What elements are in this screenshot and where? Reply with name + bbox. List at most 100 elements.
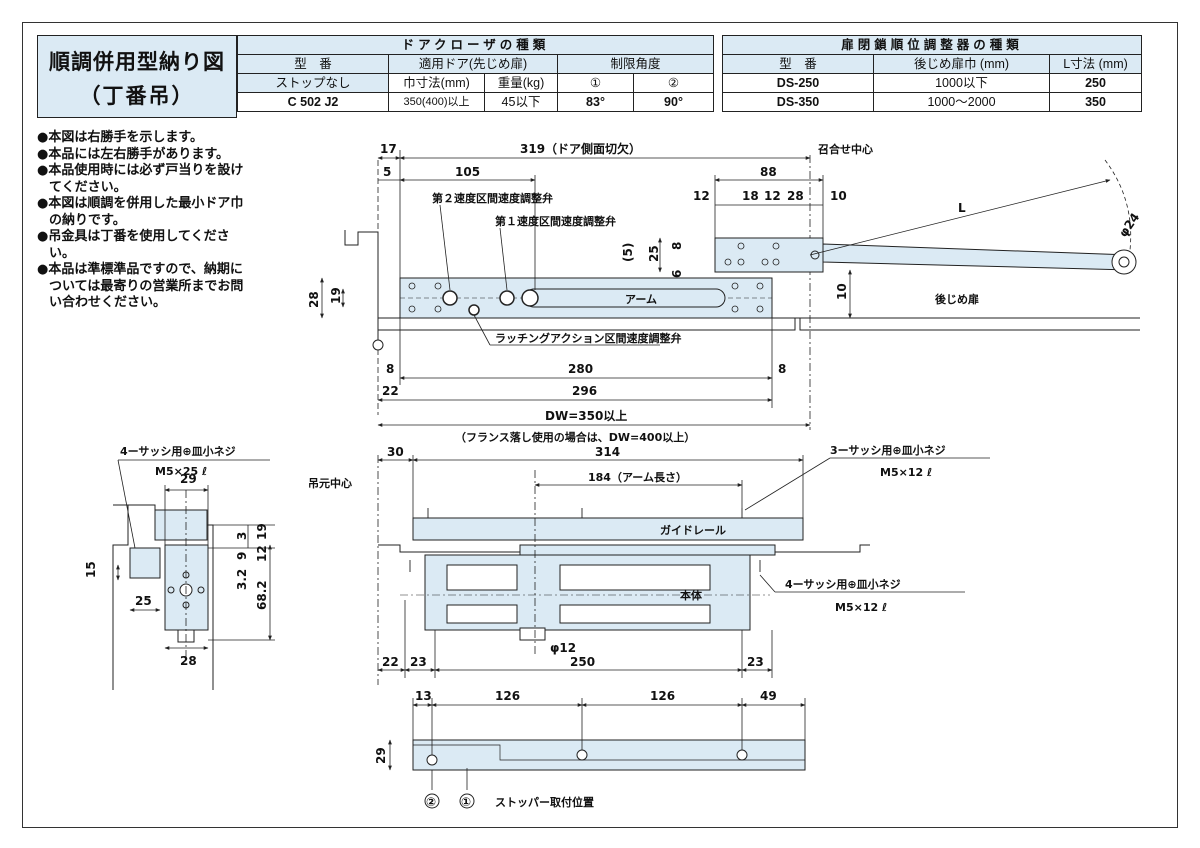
dim-label: 8 — [386, 362, 394, 376]
body-label: 本体 — [680, 588, 703, 602]
dim-label: φ24 — [1116, 210, 1142, 239]
dim-label: 12 — [764, 189, 781, 203]
dim-label: 29 — [180, 472, 197, 486]
dim-label: 8 — [670, 242, 684, 250]
dim-label: 8 — [778, 362, 786, 376]
closer-col-door: 適用ドア(先じめ扉) — [388, 54, 558, 74]
dim-label: 28 — [180, 654, 197, 668]
closer-col-angle: 制限角度 — [557, 54, 714, 74]
valve1-label: 第１速度区間速度調整弁 — [495, 214, 616, 228]
coordinator-row-l: 350 — [1049, 92, 1142, 112]
dim-label: 10 — [835, 283, 849, 300]
dim-label: 12 — [255, 545, 269, 562]
screw3-size-label: M5×12 ℓ — [880, 466, 932, 479]
dim-label: 19 — [329, 287, 343, 304]
note-item: ●本品使用時には必ず戸当りを設けてください。 — [37, 163, 244, 195]
dim-label: 250 — [570, 655, 595, 669]
dim-label: φ12 — [550, 641, 576, 655]
closer-sub-weight: 重量(kg) — [484, 73, 558, 93]
plan-labels: 17 319（ドア側面切欠） 召合せ中心 5 105 88 12 18 12 2… — [307, 141, 1142, 444]
side-view — [112, 459, 275, 690]
dim-label: 88 — [760, 165, 777, 179]
front-labels: 吊元中心 30 314 184（アーム長さ） 3ーサッシ用⊕皿小ネジ M5×12… — [308, 443, 946, 669]
dim-label: 19 — [255, 523, 269, 540]
dim-label: 25 — [647, 245, 661, 262]
dim-label: 12 — [693, 189, 710, 203]
screw4-label: 4ーサッシ用⊕皿小ネジ — [785, 577, 901, 591]
side-screw-label: 4ーサッシ用⊕皿小ネジ — [120, 444, 236, 458]
coordinator-table: 扉閉鎖順位調整器の種類 型 番 後じめ扉巾 (mm) L寸法 (mm) DS-2… — [722, 35, 1142, 112]
dim-label: 30 — [387, 445, 404, 459]
pivot-center-label: 吊元中心 — [308, 476, 352, 490]
note-item: ●本品は準標準品ですので、納期については最寄りの営業所までお問い合わせください。 — [37, 262, 244, 310]
dim-label: 126 — [650, 689, 675, 703]
dim-label: 6 — [670, 270, 684, 278]
dim-label: (5) — [621, 243, 635, 262]
note-item: ●本図は右勝手を示します。 — [37, 130, 204, 145]
dim-label: 23 — [747, 655, 764, 669]
dim-label: 15 — [84, 561, 98, 578]
dw-note-label: （フランス落し使用の場合は、DW=400以上） — [455, 430, 695, 444]
dim-label: 68.2 — [255, 580, 269, 610]
callout-2: ② — [426, 795, 436, 809]
dim-label: 280 — [568, 362, 593, 376]
closer-sub-width: 巾寸法(mm) — [388, 73, 485, 93]
closer-row-model: C 502 J2 — [237, 92, 389, 112]
dim-label: 23 — [410, 655, 427, 669]
arm-label: アーム — [625, 293, 657, 306]
dim-label: 28 — [307, 291, 321, 308]
closer-sub-model: ストップなし — [237, 73, 389, 93]
dim-label: 319（ドア側面切欠） — [520, 141, 641, 156]
dim-label: 296 — [572, 384, 597, 398]
title-line2: （丁番吊） — [79, 84, 195, 108]
rail-view — [388, 698, 806, 809]
screw4-size-label: M5×12 ℓ — [835, 601, 887, 614]
coordinator-col-model: 型 番 — [722, 54, 874, 74]
closer-row-width: 350(400)以上 — [388, 92, 485, 112]
dim-label: 3 — [235, 532, 249, 540]
note-item: ●吊金具は丁番を使用してください。 — [37, 229, 230, 261]
dim-label: 25 — [135, 594, 152, 608]
drawing-frame — [22, 22, 1178, 828]
dim-label: 13 — [415, 689, 432, 703]
arm-length-label: 184（アーム長さ） — [588, 471, 687, 484]
note-item: ●本品には左右勝手があります。 — [37, 146, 230, 162]
dim-label: 10 — [830, 189, 847, 203]
dim-label: 314 — [595, 445, 620, 459]
dim-label: 22 — [382, 384, 399, 398]
dim-label: 22 — [382, 655, 399, 669]
guide-rail-label: ガイドレール — [660, 523, 726, 537]
stopper-label: ストッパー取付位置 — [495, 795, 594, 809]
coordinator-row-width: 1000～2000 — [873, 92, 1050, 112]
closer-row-a2: 90° — [633, 92, 714, 112]
dim-label: 3.2 — [235, 569, 249, 590]
side-labels: 4ーサッシ用⊕皿小ネジ M5×25 ℓ 29 3 19 9 12 15 3.2 … — [84, 444, 269, 668]
dim-label: 9 — [235, 552, 249, 560]
meeting-center-label: 召合せ中心 — [818, 142, 873, 156]
dim-label: 126 — [495, 689, 520, 703]
closer-row-a1: 83° — [557, 92, 634, 112]
dim-label: 105 — [455, 165, 480, 179]
closer-row-weight: 45以下 — [484, 92, 558, 112]
side-screw-size-label: M5×25 ℓ — [155, 465, 207, 478]
plan-view — [320, 150, 1140, 430]
dim-label: 5 — [383, 165, 391, 179]
coordinator-table-header: 扉閉鎖順位調整器の種類 — [722, 35, 1142, 55]
dim-label: 17 — [380, 142, 397, 156]
l-dimension-label: L — [958, 201, 966, 215]
note-item: ●本図は順調を併用した最小ドア巾の納りです。 — [37, 196, 244, 228]
valve2-label: 第２速度区間速度調整弁 — [432, 191, 553, 205]
dim-label: 18 — [742, 189, 759, 203]
rail-labels: 13 126 126 49 29 ② ① ストッパー取付位置 — [374, 689, 777, 809]
screw3-label: 3ーサッシ用⊕皿小ネジ — [830, 443, 946, 457]
closer-table: ドアクローザの種類 型 番 適用ドア(先じめ扉) 制限角度 ストップなし 巾寸法… — [237, 35, 714, 112]
closer-col-model: 型 番 — [237, 54, 389, 74]
rear-door-label: 後じめ扉 — [935, 292, 979, 306]
dim-label: 28 — [787, 189, 804, 203]
closer-table-header: ドアクローザの種類 — [237, 35, 714, 55]
dw-label: DW=350以上 — [545, 408, 627, 423]
title-line1: 順調併用型納り図 — [49, 50, 225, 74]
notes-list: ●本図は右勝手を示します。 ●本品には左右勝手があります。 ●本品使用時には必ず… — [37, 130, 252, 312]
callout-1: ① — [461, 795, 471, 809]
